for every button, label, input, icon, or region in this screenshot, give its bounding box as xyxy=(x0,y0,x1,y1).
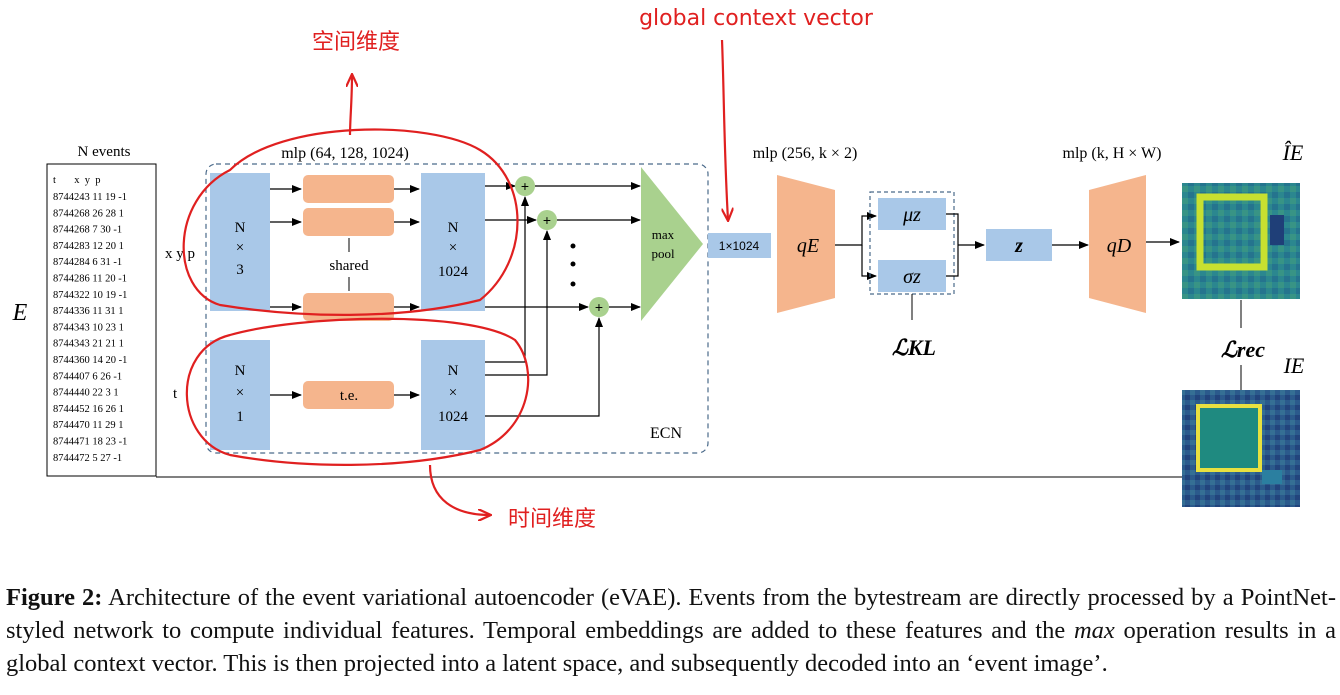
shared-mlp-2 xyxy=(303,208,394,236)
input-spatial-box xyxy=(210,173,270,311)
mlp3-label: mlp (k, H × W) xyxy=(1063,145,1162,162)
encoder-qE xyxy=(777,175,835,313)
temporal-annotation-text: 时间维度 xyxy=(508,507,596,532)
event-row: 8744472 5 27 -1 xyxy=(53,453,122,464)
svg-text:+: + xyxy=(543,212,551,228)
spatial-annotation-text: 空间维度 xyxy=(312,30,400,55)
sigma-label: σz xyxy=(903,266,921,288)
event-row: 8744336 11 31 1 xyxy=(53,306,124,317)
reconstructed-event-image xyxy=(1182,183,1300,299)
event-row: 8744452 16 26 1 xyxy=(53,404,124,415)
kl-loss-label: ℒKL xyxy=(892,335,936,360)
te-label: t.e. xyxy=(340,388,358,404)
caption-text-2: operation results in a global context ve… xyxy=(6,616,1337,677)
rec-loss-label: ℒrec xyxy=(1221,337,1265,362)
temporal-features-box xyxy=(421,340,485,450)
box4-line2: × xyxy=(449,385,457,401)
sum-node-3 xyxy=(589,297,609,317)
target-image-label: IE xyxy=(1283,353,1305,378)
events-title: N events xyxy=(78,144,131,160)
mlp1-label: mlp (64, 128, 1024) xyxy=(281,145,409,162)
qD-label: qD xyxy=(1107,235,1132,257)
box4-line3: 1024 xyxy=(438,409,469,425)
event-row: 8744268 26 28 1 xyxy=(53,208,124,219)
ecn-container xyxy=(205,163,709,454)
box3-line1: N xyxy=(235,363,246,379)
mlp2-label: mlp (256, k × 2) xyxy=(753,145,858,162)
event-row: 8744343 10 23 1 xyxy=(53,322,124,333)
box2-line1: N xyxy=(448,220,459,236)
event-row: 8744283 12 20 1 xyxy=(53,241,124,252)
global-vector-label: 1×1024 xyxy=(719,239,760,253)
z-box xyxy=(986,229,1052,261)
box4-line1: N xyxy=(448,363,459,379)
sum-node-2 xyxy=(537,210,557,230)
events-header: t x y p xyxy=(53,175,101,186)
box1-line1: N xyxy=(235,220,246,236)
label-t: t xyxy=(173,386,178,402)
target-event-image xyxy=(1182,390,1300,507)
input-temporal-box xyxy=(210,340,270,450)
caption-label: Figure 2: xyxy=(6,583,103,611)
svg-text:+: + xyxy=(521,178,529,194)
maxpool-label-1: max xyxy=(652,227,675,242)
event-row: 8744360 14 20 -1 xyxy=(53,355,127,366)
sigma-box xyxy=(878,260,946,292)
z-label: z xyxy=(1014,235,1023,257)
box3-line2: × xyxy=(236,385,244,401)
global-annotation-text: global context vector xyxy=(639,6,874,31)
event-row: 8744343 21 21 1 xyxy=(53,339,124,350)
events-rows: 8744243 11 19 -1 8744268 26 28 1 8744268 7… xyxy=(53,192,127,464)
event-row: 8744243 11 19 -1 xyxy=(53,192,127,203)
mu-box xyxy=(878,198,946,230)
svg-text:+: + xyxy=(595,299,603,315)
event-row: 8744471 18 23 -1 xyxy=(53,437,127,448)
mu-label: μz xyxy=(902,204,921,226)
figure-caption: Figure 2: Architecture of the event vari… xyxy=(6,581,1336,680)
ecn-label: ECN xyxy=(650,425,682,442)
shared-mlp-1 xyxy=(303,175,394,203)
caption-text-1: Architecture of the event variational au… xyxy=(6,583,1336,644)
decoder-qD xyxy=(1089,175,1146,313)
maxpool-triangle xyxy=(641,167,703,321)
event-row: 8744322 10 19 -1 xyxy=(53,290,127,301)
label-E: E xyxy=(12,300,28,326)
event-row: 8744440 22 3 1 xyxy=(53,388,119,399)
maxpool-label-2: pool xyxy=(651,246,675,261)
box2-line3: 1024 xyxy=(438,264,469,280)
global-context-annotation: global context vector xyxy=(639,6,874,220)
label-xyp: x y p xyxy=(165,246,195,262)
architecture-diagram: N events t x y p 8744243 11 19 -1 8744268… xyxy=(12,6,1305,532)
caption-emphasis: max xyxy=(1073,616,1115,644)
temporal-embedding-box xyxy=(303,381,394,409)
spatial-dimension-annotation: 空间维度 xyxy=(182,30,519,316)
qE-label: qE xyxy=(797,235,819,257)
box1-line2: × xyxy=(236,240,244,256)
spatial-features-box xyxy=(421,173,485,311)
event-row: 8744470 11 29 1 xyxy=(53,420,124,431)
global-vector-box xyxy=(708,233,771,258)
box2-line2: × xyxy=(449,240,457,256)
shared-mlp-3 xyxy=(303,293,394,321)
event-row: 8744286 11 20 -1 xyxy=(53,274,127,285)
event-row: 8744268 7 30 -1 xyxy=(53,225,122,236)
event-row: 8744407 6 26 -1 xyxy=(53,371,122,382)
events-table-frame xyxy=(46,163,157,477)
box1-line3: 3 xyxy=(236,262,244,278)
box3-line3: 1 xyxy=(236,409,244,425)
event-row: 8744284 6 31 -1 xyxy=(53,257,122,268)
reconstructed-image-label: ÎE xyxy=(1282,140,1304,165)
temporal-dimension-annotation: 时间维度 xyxy=(185,317,596,532)
sum-node-1 xyxy=(515,176,535,196)
shared-label: shared xyxy=(329,258,369,274)
